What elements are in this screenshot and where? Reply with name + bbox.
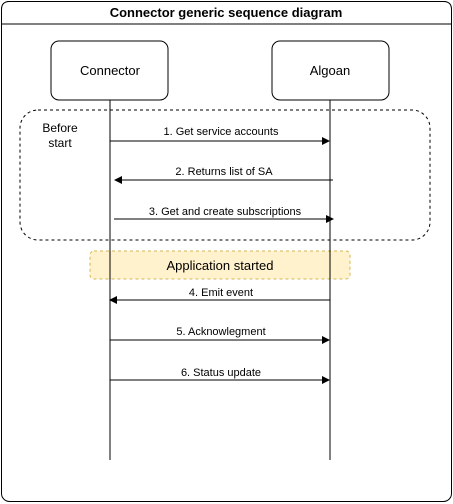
message-4-label: 4. Emit event	[189, 287, 253, 299]
before-start-group	[19, 109, 431, 241]
group-label-line1: Before	[42, 121, 78, 135]
message-6-label: 6. Status update	[181, 367, 261, 379]
message-2-label: 2. Returns list of SA	[175, 166, 273, 178]
message-1-label: 1. Get service accounts	[164, 126, 279, 138]
connector-label: Connector	[80, 63, 141, 78]
algoan-participant	[271, 40, 390, 101]
diagram-title: Connector generic sequence diagram	[110, 5, 343, 20]
group-label-line2: start	[48, 136, 72, 150]
title-bar	[1, 1, 452, 25]
algoan-label: Algoan	[310, 63, 350, 78]
connector-participant	[50, 40, 169, 101]
application-started-note	[89, 250, 351, 280]
message-5-label: 5. Acknowlegment	[176, 326, 265, 338]
message-3-label: 3. Get and create subscriptions	[149, 206, 302, 218]
application-started-label: Application started	[167, 258, 274, 273]
